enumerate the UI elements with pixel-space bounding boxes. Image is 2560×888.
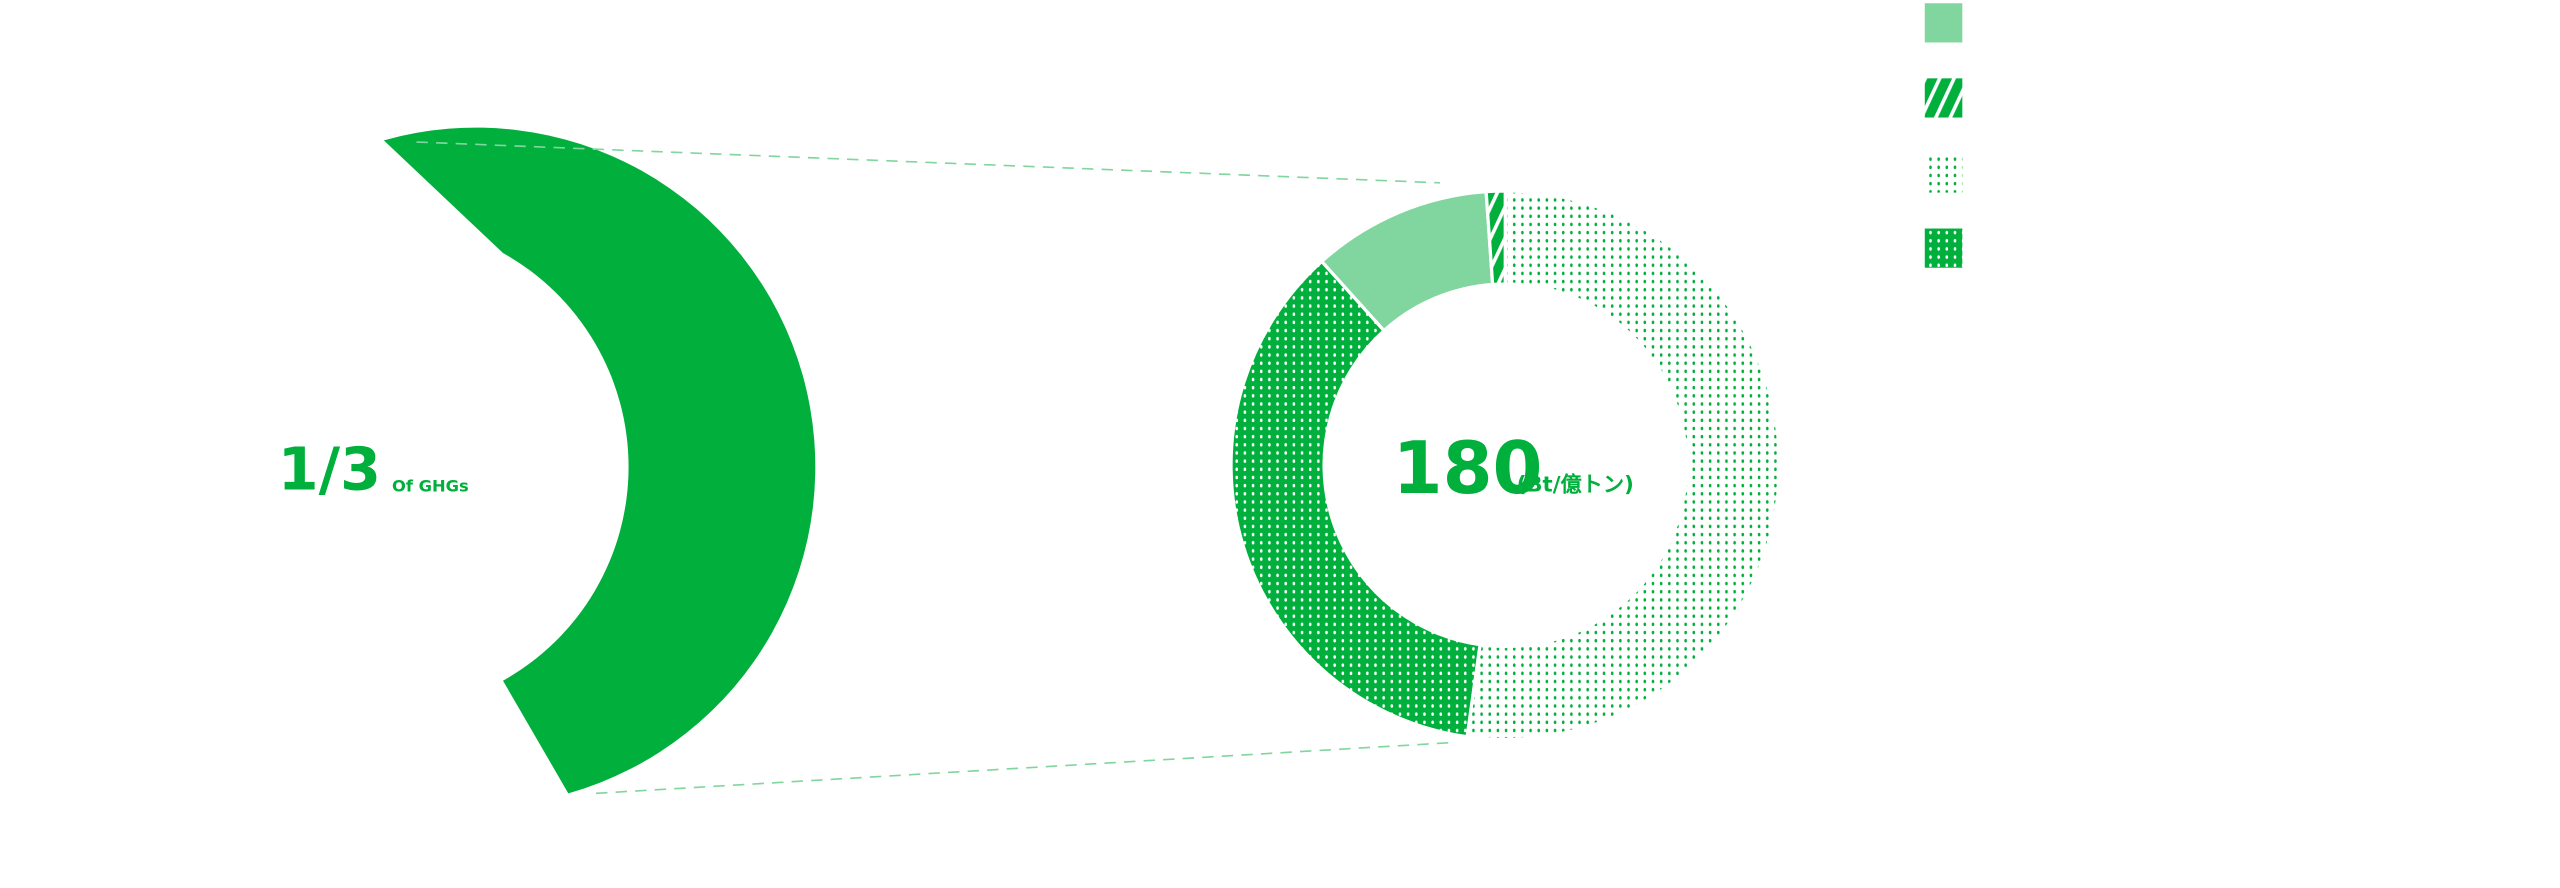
total-value: 180 <box>1393 426 1543 510</box>
total-unit: (Bt/億トン) <box>1517 471 1634 497</box>
donut-chart <box>1229 189 1782 742</box>
fraction-label: 1/3 <box>278 435 381 504</box>
donut-slice-dotted-light <box>1465 189 1782 742</box>
connector-line-top <box>416 141 1441 184</box>
legend-swatch-dotted-dark <box>1924 228 1963 268</box>
legend-swatch-dotted-light <box>1924 153 1963 193</box>
legend-swatch-hatched <box>1924 78 1963 118</box>
fraction-caption: Of GHGs <box>392 476 469 495</box>
legend-swatch-solid-light <box>1924 3 1963 43</box>
connector-line-bottom <box>595 741 1450 795</box>
chart-legend <box>1924 3 1963 268</box>
donut-slice-hatched <box>1484 189 1507 287</box>
ghg-share-arc <box>383 127 816 794</box>
donut-slice-dotted-dark <box>1229 259 1482 739</box>
